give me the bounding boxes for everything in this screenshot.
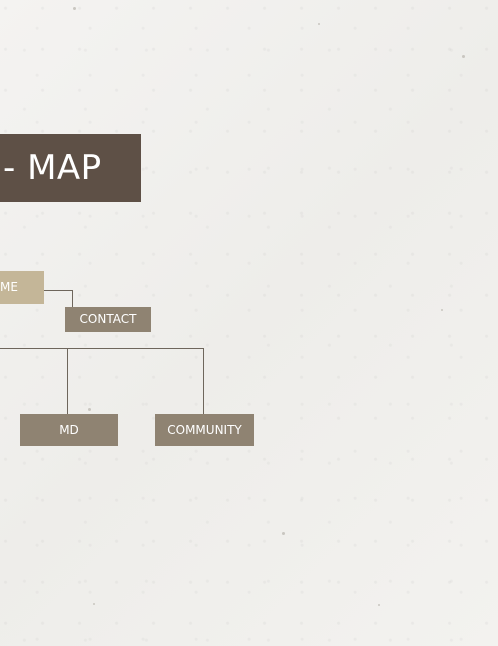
page-title-text: - MAP bbox=[3, 148, 102, 188]
paper-speck bbox=[88, 408, 91, 411]
paper-speck bbox=[93, 603, 95, 605]
paper-speck bbox=[318, 23, 320, 25]
paper-speck bbox=[73, 7, 76, 10]
sitemap-node-md-label: MD bbox=[59, 423, 79, 437]
paper-speck bbox=[378, 604, 380, 606]
connector-line bbox=[72, 290, 73, 307]
sitemap-node-md[interactable]: MD bbox=[20, 414, 118, 446]
connector-line bbox=[203, 348, 204, 414]
sitemap-node-contact-label: CONTACT bbox=[79, 312, 137, 326]
paper-speck bbox=[282, 532, 285, 535]
sitemap-node-community-label: COMMUNITY bbox=[167, 423, 242, 437]
connector-line bbox=[0, 348, 204, 349]
sitemap-node-home-label: ME bbox=[0, 280, 18, 294]
page-title: - MAP bbox=[0, 134, 141, 202]
paper-speck bbox=[441, 309, 443, 311]
connector-line bbox=[67, 348, 68, 414]
sitemap-node-community[interactable]: COMMUNITY bbox=[155, 414, 254, 446]
connector-line bbox=[44, 290, 73, 291]
sitemap-node-home[interactable]: ME bbox=[0, 271, 44, 304]
paper-speck bbox=[462, 55, 465, 58]
sitemap-node-contact[interactable]: CONTACT bbox=[65, 307, 151, 332]
